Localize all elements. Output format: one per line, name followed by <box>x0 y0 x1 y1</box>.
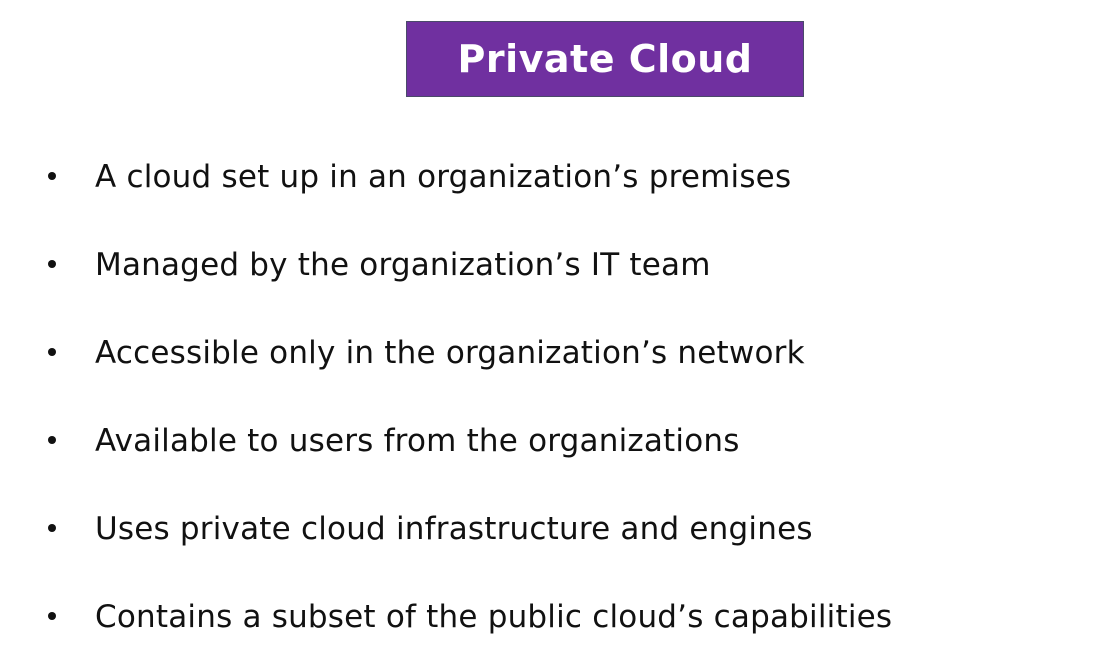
bullet-icon <box>48 524 56 532</box>
bullet-item: Contains a subset of the public cloud’s … <box>0 597 1103 637</box>
bullet-icon <box>48 260 56 268</box>
bullet-text: Contains a subset of the public cloud’s … <box>95 599 893 635</box>
bullet-text: Uses private cloud infrastructure and en… <box>95 511 813 547</box>
bullet-item: Available to users from the organization… <box>0 421 1103 461</box>
bullet-icon <box>48 612 56 620</box>
bullet-text: Available to users from the organization… <box>95 423 740 459</box>
bullet-item: Accessible only in the organization’s ne… <box>0 333 1103 373</box>
bullet-item: Uses private cloud infrastructure and en… <box>0 509 1103 549</box>
bullet-text: Accessible only in the organization’s ne… <box>95 335 805 371</box>
slide-title: Private Cloud <box>457 37 753 81</box>
bullet-item: Managed by the organization’s IT team <box>0 245 1103 285</box>
title-banner: Private Cloud <box>406 21 804 97</box>
bullet-icon <box>48 172 56 180</box>
bullet-text: A cloud set up in an organization’s prem… <box>95 159 792 195</box>
bullet-text: Managed by the organization’s IT team <box>95 247 711 283</box>
bullet-item: A cloud set up in an organization’s prem… <box>0 157 1103 197</box>
bullet-icon <box>48 436 56 444</box>
bullet-icon <box>48 348 56 356</box>
